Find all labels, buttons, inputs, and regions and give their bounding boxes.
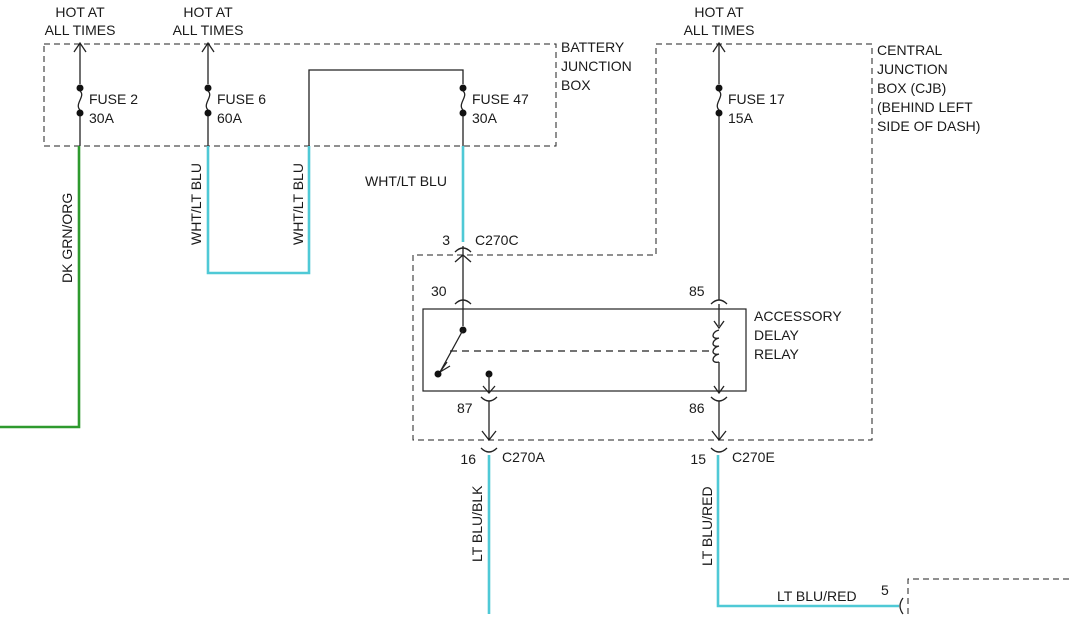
c270c-name: C270C <box>475 232 519 248</box>
pin-87-connector <box>480 396 498 402</box>
all-times-label-1: ALL TIMES <box>45 22 116 38</box>
cjb-label-line4: (BEHIND LEFT <box>877 99 973 115</box>
relay-switch-symbol <box>434 326 713 394</box>
relay-label-line3: RELAY <box>754 346 800 362</box>
fuse-47-symbol <box>308 69 467 146</box>
lt-blu-blk-label: LT BLU/BLK <box>469 485 485 562</box>
all-times-label-3: ALL TIMES <box>684 22 755 38</box>
battery-box-label-line3: BOX <box>561 77 591 93</box>
lt-blu-red-horizontal-label: LT BLU/RED <box>777 588 857 604</box>
right-edge-connector-symbol <box>899 578 1072 615</box>
fuse-6-symbol <box>204 84 212 117</box>
connector-c270e-symbol <box>710 447 728 453</box>
arrow-up-icon <box>712 41 726 84</box>
c270a-pin: 16 <box>460 451 476 467</box>
arrow-down-icon <box>481 401 497 442</box>
relay-pin-86: 86 <box>689 400 705 416</box>
fuse-17-symbol <box>715 84 723 117</box>
battery-box-label-line1: BATTERY <box>561 39 625 55</box>
wht-lt-blu-label-b: WHT/LT BLU <box>290 163 306 245</box>
battery-junction-box-outline <box>43 43 557 147</box>
c270e-name: C270E <box>732 449 775 465</box>
arrow-up-icon <box>73 41 87 84</box>
hot-at-label-1: HOT AT <box>55 4 105 20</box>
fuse-2-symbol <box>76 84 84 117</box>
wht-lt-blu-label-a: WHT/LT BLU <box>188 163 204 245</box>
right-edge-pin: 5 <box>881 582 889 598</box>
battery-box-label-line2: JUNCTION <box>561 58 632 74</box>
c270c-pin: 3 <box>442 232 450 248</box>
relay-pin-30: 30 <box>431 283 447 299</box>
dk-grn-org-label: DK GRN/ORG <box>59 193 75 283</box>
hot-at-label-2: HOT AT <box>183 4 233 20</box>
fuse-6-name: FUSE 6 <box>217 91 266 107</box>
c270e-pin: 15 <box>690 451 706 467</box>
lt-blu-red-wire <box>716 455 899 608</box>
fuse-17-name: FUSE 17 <box>728 91 785 107</box>
fuse-2-rating: 30A <box>89 110 115 126</box>
pin-85-connector <box>710 299 728 305</box>
fuse-17-rating: 15A <box>728 110 754 126</box>
c270a-name: C270A <box>502 449 545 465</box>
arrow-down-icon <box>711 401 727 442</box>
wht-lt-blu-loop-wire <box>206 146 311 275</box>
cjb-label-line1: CENTRAL <box>877 42 943 58</box>
dk-grn-org-wire <box>0 146 81 429</box>
arrow-up-icon <box>201 41 215 84</box>
hot-at-label-3: HOT AT <box>694 4 744 20</box>
cjb-label-line5: SIDE OF DASH) <box>877 118 980 134</box>
relay-label-line1: ACCESSORY <box>754 308 842 324</box>
relay-coil-symbol <box>712 304 725 395</box>
lt-blu-red-vertical-label: LT BLU/RED <box>699 486 715 566</box>
fuse-47-rating: 30A <box>472 110 498 126</box>
relay-pin-87: 87 <box>457 400 473 416</box>
cjb-label-line3: BOX (CJB) <box>877 80 946 96</box>
connector-c270a-symbol <box>480 447 498 453</box>
fuse-47-name: FUSE 47 <box>472 91 529 107</box>
relay-label-line2: DELAY <box>754 327 800 343</box>
fuse-2-name: FUSE 2 <box>89 91 138 107</box>
relay-pin-85: 85 <box>689 283 705 299</box>
pin-86-connector <box>710 396 728 402</box>
relay-body <box>422 308 747 392</box>
fuse-6-rating: 60A <box>217 110 243 126</box>
wht-lt-blu-label-c: WHT/LT BLU <box>365 173 447 189</box>
connector-c270c-symbol <box>454 246 472 300</box>
central-junction-box-outline <box>412 43 873 441</box>
all-times-label-2: ALL TIMES <box>173 22 244 38</box>
cjb-label-line2: JUNCTION <box>877 61 948 77</box>
